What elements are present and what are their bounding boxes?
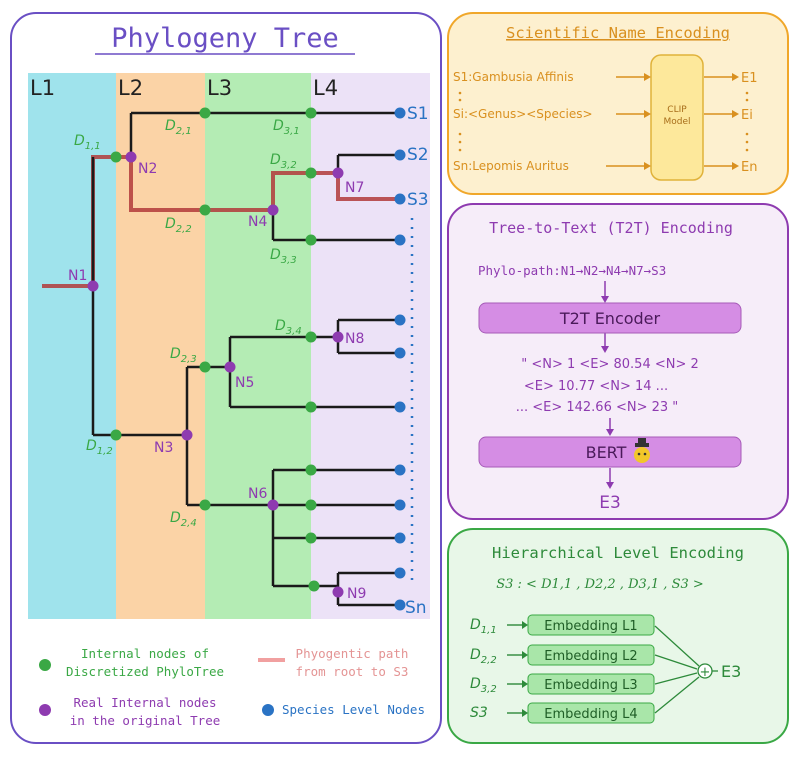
legend-real-line1: Real Internal nodes — [74, 695, 217, 710]
label-n7: N7 — [345, 180, 364, 196]
legend-species-label: Species Level Nodes — [282, 702, 425, 717]
species-node-s3 — [394, 193, 406, 205]
internal-node-d31 — [305, 107, 317, 119]
label-d22: D2,2 — [165, 216, 192, 235]
hierarchical-encoding-panel — [447, 528, 789, 744]
species-node — [394, 401, 406, 413]
label-d32: D3,2 — [270, 152, 297, 171]
level-l3-band — [205, 73, 311, 619]
label-n3: N3 — [154, 440, 173, 456]
internal-node-extra-3 — [305, 499, 317, 511]
internal-node-d23 — [199, 361, 211, 373]
legend-internal-line2: Discretized PhyloTree — [66, 664, 224, 679]
legend-species-node-icon — [262, 704, 274, 716]
legend-real-node-icon — [39, 704, 51, 716]
label-d12: D1,2 — [86, 438, 113, 457]
phylogeny-tree-panel — [10, 12, 442, 744]
tree-title: Phylogeny Tree — [111, 23, 339, 54]
level-l4-band — [311, 73, 430, 619]
internal-node-extra-5 — [308, 580, 320, 592]
internal-node-extra-2 — [305, 464, 317, 476]
species-node-s1 — [394, 107, 406, 119]
label-n6: N6 — [248, 486, 267, 502]
label-d23: D2,3 — [170, 346, 197, 365]
species-node-s2 — [394, 149, 406, 161]
real-node-n3 — [181, 429, 193, 441]
internal-node-d21 — [199, 107, 211, 119]
label-d34: D3,4 — [275, 318, 302, 337]
label-n8: N8 — [345, 331, 364, 347]
species-node — [394, 314, 406, 326]
real-node-n8 — [332, 331, 344, 343]
species-node — [394, 234, 406, 246]
real-node-n7 — [332, 167, 344, 179]
label-sn: Sn — [405, 598, 427, 618]
tree-legend: Internal nodes of Discretized PhyloTree … — [39, 646, 425, 728]
label-n4: N4 — [248, 214, 267, 230]
legend-path-line1: Phyogentic path — [296, 646, 409, 661]
legend-real-line2: in the original Tree — [70, 713, 221, 728]
level-label-l2: L2 — [118, 76, 143, 100]
real-nodes — [87, 151, 344, 598]
level-label-l1: L1 — [30, 76, 55, 100]
discretized-nodes — [110, 107, 320, 592]
label-d31: D3,1 — [273, 118, 300, 137]
species-node — [394, 499, 406, 511]
species-node — [394, 347, 406, 359]
t2t-encoding-panel — [447, 203, 789, 520]
internal-node-d34 — [305, 331, 317, 343]
species-nodes — [394, 107, 406, 611]
internal-node-extra-4 — [305, 532, 317, 544]
real-node-n1 — [87, 280, 99, 292]
real-node-n4 — [267, 204, 279, 216]
label-n1: N1 — [68, 268, 87, 284]
species-node-sn — [394, 599, 406, 611]
label-d24: D2,4 — [170, 510, 197, 529]
species-node — [394, 464, 406, 476]
internal-node-d24 — [199, 499, 211, 511]
legend-internal-line1: Internal nodes of — [81, 646, 209, 661]
level-label-l4: L4 — [313, 76, 338, 100]
label-s1: S1 — [407, 104, 429, 124]
internal-node-d11 — [110, 151, 122, 163]
scientific-name-panel — [447, 12, 789, 195]
species-node — [394, 532, 406, 544]
internal-node-d12 — [110, 429, 122, 441]
internal-node-d22 — [199, 204, 211, 216]
label-s3: S3 — [407, 190, 429, 210]
legend-path-line2: from root to S3 — [296, 664, 409, 679]
label-n9: N9 — [347, 586, 366, 602]
level-label-l3: L3 — [207, 76, 232, 100]
internal-node-d33 — [305, 234, 317, 246]
internal-node-d32 — [305, 167, 317, 179]
internal-node-extra-1 — [305, 401, 317, 413]
species-node — [394, 567, 406, 579]
real-node-n6 — [267, 499, 279, 511]
legend-internal-node-icon — [39, 659, 51, 671]
label-d33: D3,3 — [270, 247, 297, 266]
label-d11: D1,1 — [74, 133, 101, 152]
real-node-n9 — [332, 586, 344, 598]
label-s2: S2 — [407, 145, 429, 165]
real-node-n5 — [224, 361, 236, 373]
level-l1-band — [28, 73, 116, 619]
real-node-n2 — [125, 151, 137, 163]
label-d21: D2,1 — [165, 118, 192, 137]
label-n5: N5 — [235, 375, 254, 391]
label-n2: N2 — [138, 161, 157, 177]
